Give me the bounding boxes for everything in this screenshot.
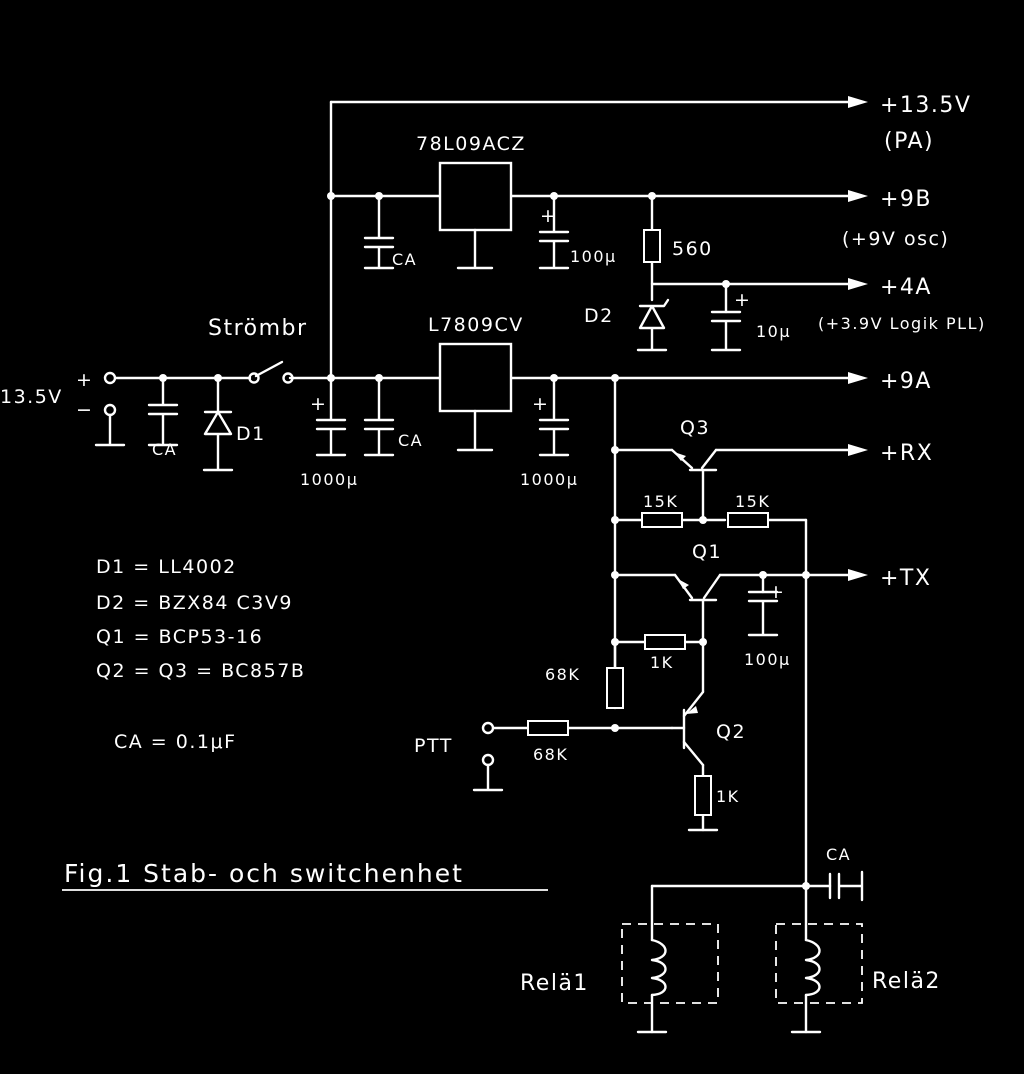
label-ca-input: CA <box>152 440 177 459</box>
figure-caption: Fig.1 Stab- och switchenhet <box>64 859 464 888</box>
label-d2: D2 <box>584 305 614 327</box>
input-terminals <box>94 371 126 447</box>
label-plus-100u-tx: + <box>768 581 785 603</box>
legend-d2: D2 = BZX84 C3V9 <box>96 592 293 614</box>
label-68k-vertical: 68K <box>545 665 580 684</box>
label-68k-ptt: 68K <box>533 745 568 764</box>
label-logik-pll: (+3.9V Logik PLL) <box>818 314 986 333</box>
resistor-1k-base <box>644 634 686 650</box>
labels: +13.5V (PA) +9B (+9V osc) +4A (+3.9V Log… <box>0 93 986 996</box>
label-100u-top: 100μ <box>570 247 617 266</box>
label-9b: +9B <box>880 187 932 212</box>
label-rx: +RX <box>880 441 933 466</box>
transistors <box>670 448 722 767</box>
ptt-terminal <box>472 721 504 792</box>
label-reg-78l09acz: 78L09ACZ <box>416 133 526 155</box>
label-tx: +TX <box>880 566 931 591</box>
regulator-78l09acz <box>438 161 513 232</box>
resistor-68k-ptt <box>527 720 569 736</box>
label-100u-tx: 100μ <box>744 650 791 669</box>
label-plus-10u: + <box>734 289 751 311</box>
relay-2 <box>775 923 863 1034</box>
resistor-560 <box>643 229 661 263</box>
label-q1: Q1 <box>692 541 722 563</box>
label-560: 560 <box>672 238 713 260</box>
label-plus-1000u-left: + <box>310 393 327 415</box>
legend-q1: Q1 = BCP53-16 <box>96 626 263 648</box>
label-rela2: Relä2 <box>872 969 941 994</box>
label-pa: (PA) <box>884 129 934 154</box>
label-1000u-right: 1000μ <box>520 470 578 489</box>
label-15k-a: 15K <box>643 492 678 511</box>
resistor-15k-b <box>727 512 769 528</box>
label-q3: Q3 <box>680 417 710 439</box>
label-4a: +4A <box>880 275 932 300</box>
label-15k-b: 15K <box>735 492 770 511</box>
label-strombr: Strömbr <box>208 316 308 341</box>
power-switch <box>248 360 294 384</box>
label-ca-bottom: CA <box>398 431 423 450</box>
resistor-68k-vertical <box>606 667 624 709</box>
label-input-minus: − <box>76 399 93 421</box>
label-1000u-left: 1000μ <box>300 470 358 489</box>
label-ca-relay: CA <box>826 845 851 864</box>
label-plus-100u: + <box>540 205 557 227</box>
label-rela1: Relä1 <box>520 971 589 996</box>
label-13-5v: +13.5V <box>880 93 971 118</box>
label-d1: D1 <box>236 423 266 445</box>
label-1k-emitter: 1K <box>716 787 740 806</box>
label-ca-top: CA <box>392 250 417 269</box>
diodes <box>202 298 670 472</box>
capacitors <box>147 194 864 902</box>
resistors <box>527 229 769 816</box>
label-10u: 10μ <box>756 322 791 341</box>
legend-q2-q3: Q2 = Q3 = BC857B <box>96 660 305 682</box>
resistor-1k-emitter <box>694 775 712 816</box>
label-input-plus: + <box>76 369 93 391</box>
label-ptt: PTT <box>414 735 453 757</box>
label-9v-osc: (+9V osc) <box>842 228 949 250</box>
resistor-15k-a <box>641 512 683 528</box>
label-9a: +9A <box>880 369 932 394</box>
label-plus-1000u-right: + <box>532 393 549 415</box>
label-input-voltage: 13.5V <box>0 386 63 408</box>
label-q2: Q2 <box>716 721 746 743</box>
legend-d1: D1 = LL4002 <box>96 556 237 578</box>
relay-1 <box>621 923 719 1034</box>
regulator-l7809cv <box>438 342 513 413</box>
output-arrows <box>848 96 868 581</box>
label-reg-l7809cv: L7809CV <box>428 314 524 336</box>
wires <box>114 100 857 1034</box>
label-1k-base: 1K <box>650 653 674 672</box>
legend-ca-value: CA = 0.1μF <box>114 731 237 753</box>
